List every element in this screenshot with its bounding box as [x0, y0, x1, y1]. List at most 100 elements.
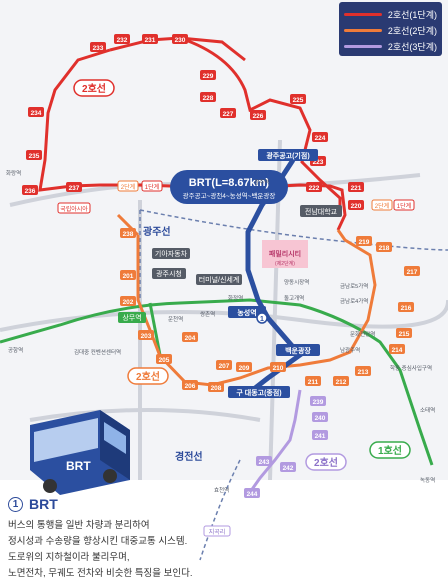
- station-211[interactable]: 211: [305, 376, 321, 386]
- svg-text:225: 225: [293, 97, 304, 104]
- svg-text:패밀리시티: 패밀리시티: [269, 249, 301, 258]
- legend-item: 2호선(2단계): [344, 22, 437, 38]
- station-221[interactable]: 221: [348, 182, 364, 192]
- station-208[interactable]: 208: [208, 382, 224, 392]
- station-232[interactable]: 232: [114, 34, 130, 44]
- info-line: 정시성과 수송량을 향상시킨 대중교통 시스템.: [8, 536, 188, 547]
- station-237[interactable]: 237: [66, 182, 82, 192]
- station-216[interactable]: 216: [398, 302, 414, 312]
- svg-text:농성역: 농성역: [237, 308, 256, 317]
- station-222[interactable]: 222: [306, 182, 322, 192]
- place-culture-center: 문화전당역: [350, 330, 375, 338]
- station-212[interactable]: 212: [333, 376, 349, 386]
- station-205[interactable]: 205: [156, 354, 172, 364]
- place-geumnamro4: 금남로4가역: [340, 297, 368, 305]
- station-228[interactable]: 228: [200, 92, 216, 102]
- legend: 2호선(1단계) 2호선(2단계) 2호선(3단계): [339, 2, 442, 56]
- station-226[interactable]: 226: [250, 110, 266, 120]
- place-jeonnam-univ[interactable]: 전남대학교: [300, 205, 342, 217]
- place-gu-daedong[interactable]: 구 대동고(종점): [228, 386, 290, 398]
- station-213[interactable]: 213: [355, 366, 371, 376]
- station-238[interactable]: 238: [120, 228, 136, 238]
- station-241[interactable]: 241: [312, 430, 328, 440]
- station-224[interactable]: 224: [312, 132, 328, 142]
- station-204[interactable]: 204: [182, 332, 198, 342]
- place-gongnam: 공항역: [8, 346, 23, 354]
- place-sangmu[interactable]: 상무역: [118, 312, 146, 323]
- svg-text:2호선: 2호선: [136, 370, 160, 383]
- station-236[interactable]: 236: [22, 185, 38, 195]
- info-line: 노면전차, 무궤도 전차와 비슷한 특징을 보인다.: [8, 568, 193, 579]
- label-line1: 1호선: [369, 441, 411, 459]
- place-baegun[interactable]: 백운광장: [276, 344, 320, 356]
- brt-callout-subtitle: 광주공고~광천4~농성역~백운광장: [183, 191, 276, 200]
- station-231[interactable]: 231: [142, 34, 158, 44]
- place-geumnamro5: 금남로5가역: [340, 282, 368, 290]
- station-233[interactable]: 233: [90, 42, 106, 52]
- place-gwangju-gonggo[interactable]: 광주공고(기점): [258, 149, 318, 161]
- station-220[interactable]: 220: [348, 200, 364, 210]
- svg-text:239: 239: [313, 399, 324, 406]
- station-235[interactable]: 235: [26, 150, 42, 160]
- station-214[interactable]: 214: [389, 344, 405, 354]
- svg-text:222: 222: [309, 185, 320, 192]
- station-210[interactable]: 210: [270, 362, 286, 372]
- place-gaya[interactable]: 기아자동차: [152, 248, 190, 259]
- svg-text:238: 238: [123, 231, 134, 238]
- station-218[interactable]: 218: [376, 242, 392, 252]
- line1-route: [0, 298, 434, 466]
- line1-branch: [148, 302, 162, 356]
- bus-illustration: BRT: [30, 410, 130, 495]
- place-nongseong[interactable]: 농성역: [228, 306, 266, 318]
- place-munseok: 운천역: [168, 315, 183, 323]
- station-225[interactable]: 225: [290, 94, 306, 104]
- brt-station-marker: [256, 312, 268, 324]
- svg-text:216: 216: [401, 305, 412, 312]
- brt-callout-title: BRT(L=8.67km): [189, 177, 270, 189]
- legend-swatch-stage1: [344, 12, 382, 16]
- svg-text:1단계: 1단계: [397, 202, 411, 210]
- svg-text:202: 202: [123, 299, 134, 306]
- station-230[interactable]: 230: [172, 34, 188, 44]
- station-215[interactable]: 215: [396, 328, 412, 338]
- station-244[interactable]: 244: [244, 488, 260, 498]
- station-209[interactable]: 209: [236, 362, 252, 372]
- station-240[interactable]: 240: [312, 412, 328, 422]
- station-242[interactable]: 242: [280, 462, 296, 472]
- station-229[interactable]: 229: [200, 70, 216, 80]
- station-219[interactable]: 219: [356, 236, 372, 246]
- svg-text:240: 240: [315, 415, 326, 422]
- station-202[interactable]: 202: [120, 296, 136, 306]
- station-206[interactable]: 206: [182, 380, 198, 390]
- label-line2-top: 2호선: [73, 79, 115, 97]
- station-234[interactable]: 234: [28, 107, 44, 117]
- place-family-city: 패밀리시티(제2단계): [262, 240, 308, 268]
- svg-text:207: 207: [219, 363, 230, 370]
- svg-text:236: 236: [25, 188, 36, 195]
- label-line2-bottom: 2호선: [305, 453, 347, 471]
- svg-text:230: 230: [175, 37, 186, 44]
- place-kimdaejung: 김대중 컨벤션센터역: [74, 348, 121, 356]
- svg-text:244: 244: [247, 491, 258, 498]
- legend-swatch-stage2: [344, 28, 382, 32]
- svg-text:228: 228: [203, 95, 214, 102]
- svg-text:2호선: 2호선: [82, 82, 106, 95]
- station-227[interactable]: 227: [220, 108, 236, 118]
- station-203[interactable]: 203: [138, 330, 154, 340]
- place-dolgogae: 돌고개역: [284, 294, 304, 302]
- svg-text:210: 210: [273, 365, 284, 372]
- place-jigokri: 지곡리: [203, 525, 231, 537]
- svg-text:209: 209: [239, 365, 250, 372]
- place-gwangju-sicheong[interactable]: 광주시청: [152, 268, 186, 279]
- svg-text:1단계: 1단계: [145, 183, 159, 191]
- station-217[interactable]: 217: [404, 266, 420, 276]
- station-201[interactable]: 201: [120, 270, 136, 280]
- info-line: 버스의 통행을 일반 차량과 분리하여: [8, 520, 150, 531]
- station-239[interactable]: 239: [310, 396, 326, 406]
- station-207[interactable]: 207: [216, 360, 232, 370]
- svg-text:광주공고(기점): 광주공고(기점): [266, 151, 309, 160]
- station-243[interactable]: 243: [256, 456, 272, 466]
- place-terminal[interactable]: 터미널/신세계: [196, 274, 242, 285]
- svg-text:219: 219: [359, 239, 370, 246]
